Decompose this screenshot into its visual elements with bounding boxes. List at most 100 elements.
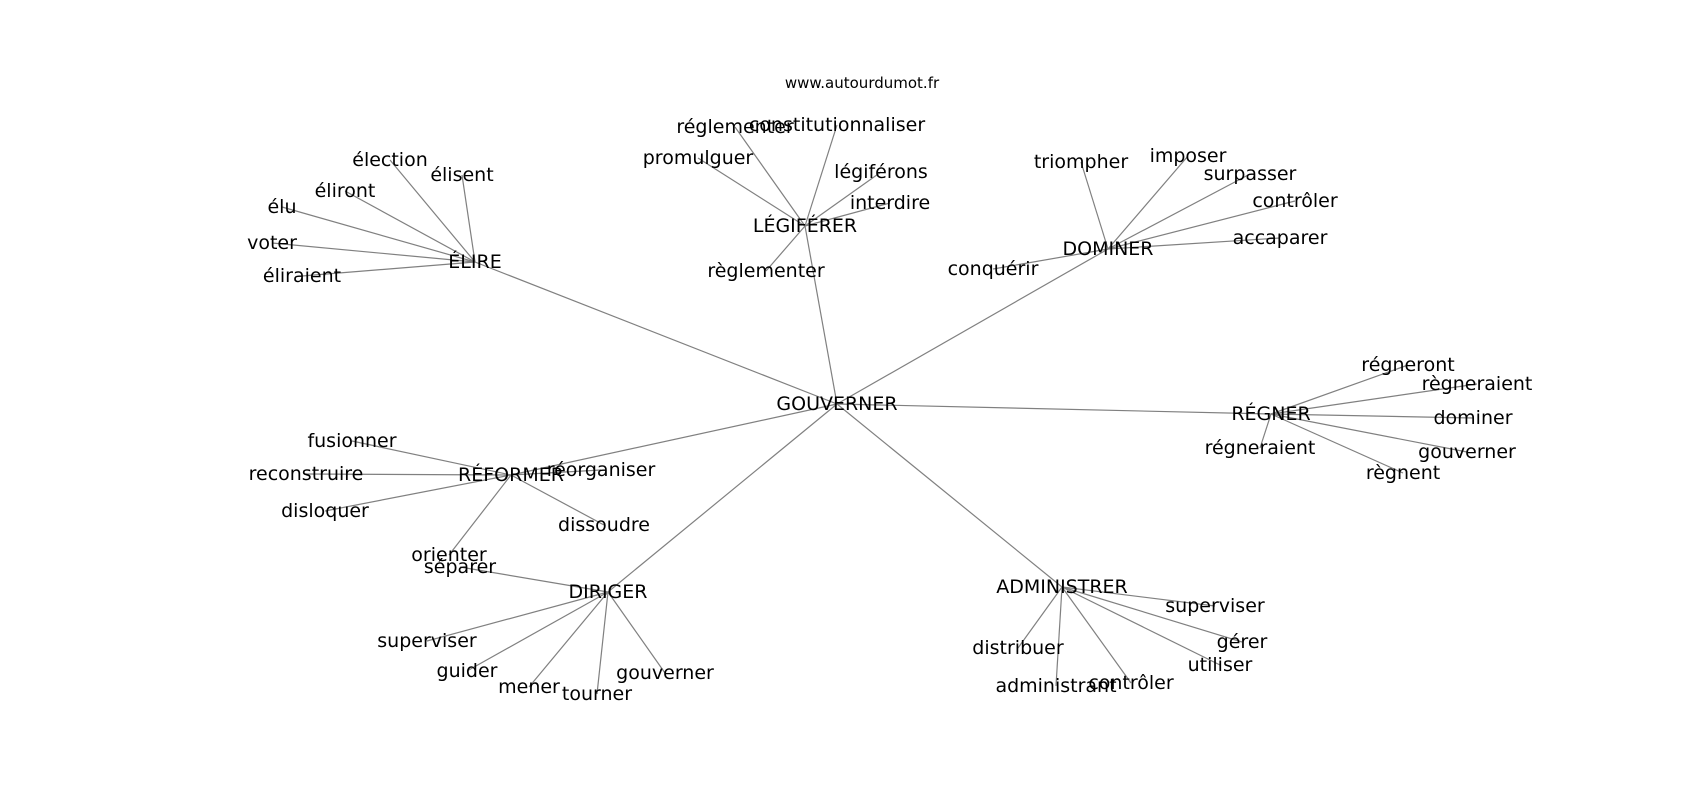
word-node[interactable]: légiférons (834, 161, 928, 183)
word-node[interactable]: voter (247, 232, 297, 254)
graph-edges (271, 124, 1478, 695)
word-node[interactable]: gouverner (616, 662, 714, 684)
edge-reformer-word (351, 440, 512, 476)
edge-legiferer-word (804, 171, 882, 227)
word-node[interactable]: promulguer (643, 147, 754, 169)
edge-reformer-word (448, 474, 512, 556)
edge-dominer-word (1107, 173, 1251, 250)
edge-administrer-word (1017, 586, 1063, 649)
word-node[interactable]: élu (267, 196, 296, 218)
word-node[interactable]: superviser (1165, 595, 1265, 617)
edge-reformer-word (510, 469, 602, 476)
edge-diriger-word (459, 566, 609, 593)
edge-legiferer-word (804, 202, 891, 227)
word-node[interactable]: constitutionnaliser (749, 114, 925, 136)
word-node[interactable]: gérer (1217, 631, 1268, 653)
word-node[interactable]: disloquer (281, 500, 369, 522)
word-node[interactable]: surpasser (1204, 163, 1297, 185)
edge-administrer-word (1061, 586, 1132, 684)
word-node[interactable]: interdire (850, 192, 930, 214)
word-node[interactable]: guider (437, 660, 498, 682)
word-node[interactable]: dominer (1433, 407, 1512, 429)
edge-administrer-word (1061, 586, 1221, 666)
word-node[interactable]: règlementer (707, 260, 824, 282)
edge-regner-word (1270, 383, 1478, 415)
edge-dominer-word (1107, 155, 1189, 250)
word-node[interactable]: éliront (315, 180, 376, 202)
edge-diriger-word (607, 591, 666, 674)
edge-regner-word (1270, 413, 1474, 419)
edge-regner-word (1270, 364, 1409, 415)
word-node[interactable]: éliraient (263, 265, 341, 287)
edge-administrer-word (1061, 586, 1243, 643)
edge-root-reformer (510, 403, 838, 476)
word-node[interactable]: reconstruire (249, 463, 364, 485)
edge-root-diriger (607, 403, 838, 593)
hub-node-diriger[interactable]: DIRIGER (569, 581, 648, 603)
edge-legiferer-word (734, 126, 806, 227)
edge-diriger-word (596, 591, 609, 695)
word-node[interactable]: régneraient (1205, 437, 1316, 459)
hub-node-dominer[interactable]: DOMINER (1062, 238, 1153, 260)
edge-dominer-word (992, 248, 1109, 270)
root-node[interactable]: GOUVERNER (776, 393, 897, 415)
word-node[interactable]: orienter (411, 544, 487, 566)
edge-root-regner (836, 403, 1272, 415)
edge-diriger-word (466, 591, 609, 672)
word-node[interactable]: imposer (1150, 145, 1227, 167)
word-node[interactable]: utiliser (1188, 654, 1253, 676)
word-node[interactable]: distribuer (972, 637, 1064, 659)
word-node[interactable]: réglementer (676, 116, 793, 138)
edge-diriger-word (528, 591, 609, 688)
word-node[interactable]: tourner (562, 683, 632, 705)
word-node[interactable]: réorganiser (547, 459, 656, 481)
edge-elire-word (461, 174, 476, 263)
edge-elire-word (271, 242, 476, 263)
edge-elire-word (344, 190, 476, 263)
hub-node-administrer[interactable]: ADMINISTRER (996, 576, 1128, 598)
hub-node-regner[interactable]: RÉGNER (1231, 402, 1310, 425)
edge-root-administrer (836, 403, 1063, 588)
hub-node-reformer[interactable]: RÉFORMER (458, 463, 564, 486)
word-node[interactable]: séparer (424, 556, 496, 578)
word-node[interactable]: triompher (1034, 151, 1128, 173)
edge-root-dominer (836, 248, 1109, 405)
edge-dominer-word (1107, 237, 1281, 250)
word-node[interactable]: contrôler (1252, 190, 1338, 212)
edge-dominer-word (1107, 200, 1296, 250)
edge-legiferer-word (697, 157, 806, 227)
edge-reformer-word (510, 474, 605, 526)
word-node[interactable]: élection (352, 149, 428, 171)
edge-elire-word (389, 159, 476, 263)
source-watermark: www.autourdumot.fr (785, 74, 940, 92)
word-node[interactable]: administrant (995, 675, 1116, 697)
edge-root-legiferer (804, 225, 838, 405)
edge-reformer-word (305, 473, 512, 476)
hub-node-elire[interactable]: ÉLIRE (448, 250, 501, 273)
edge-dominer-word (1080, 161, 1109, 250)
hub-node-legiferer[interactable]: LÉGIFÉRER (753, 214, 857, 237)
word-node[interactable]: contrôler (1088, 672, 1174, 694)
word-node[interactable]: règneraient (1422, 373, 1533, 395)
word-node[interactable]: mener (498, 676, 560, 698)
word-node[interactable]: conquérir (948, 258, 1039, 280)
edge-regner-word (1270, 413, 1404, 474)
edge-legiferer-word (804, 124, 838, 227)
word-node[interactable]: superviser (377, 630, 477, 652)
edge-regner-word (1259, 413, 1272, 449)
edge-elire-word (281, 206, 476, 263)
word-node[interactable]: accaparer (1233, 227, 1328, 249)
edge-diriger-word (426, 591, 609, 642)
edge-administrer-word (1061, 586, 1216, 607)
edge-reformer-word (324, 474, 512, 512)
edge-root-elire (474, 261, 838, 405)
edge-administrer-word (1055, 586, 1063, 687)
word-node[interactable]: règnent (1366, 462, 1440, 484)
word-node[interactable]: gouverner (1418, 441, 1516, 463)
word-node[interactable]: dissoudre (558, 514, 650, 536)
edge-regner-word (1270, 413, 1468, 453)
word-node[interactable]: élisent (430, 164, 493, 186)
word-node[interactable]: régneront (1361, 354, 1454, 376)
word-node[interactable]: fusionner (307, 430, 396, 452)
